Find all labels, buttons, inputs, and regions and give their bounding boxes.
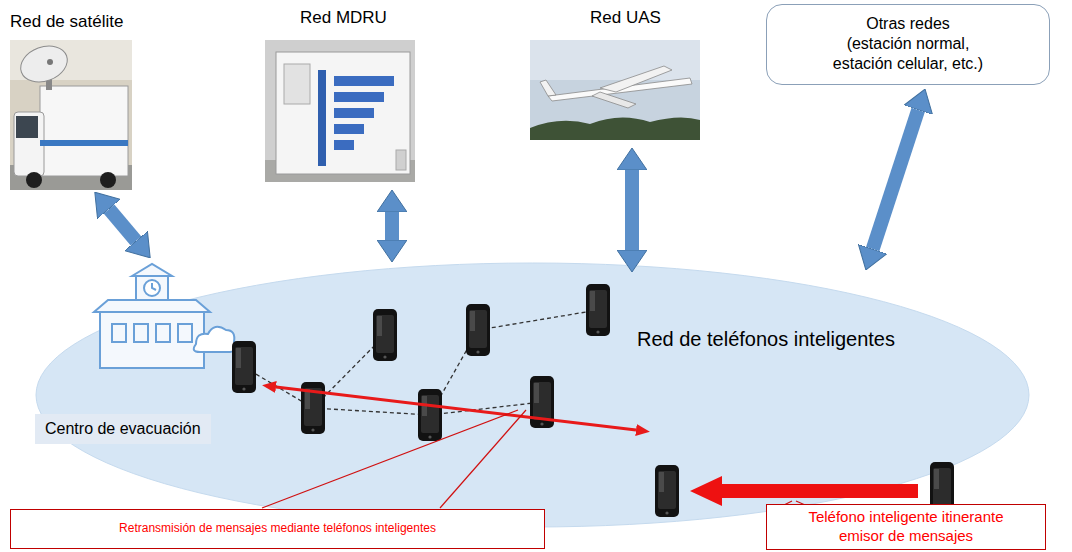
- svg-rect: [334, 124, 364, 134]
- svg-path: [152, 283, 156, 290]
- svg-rect: [318, 70, 326, 166]
- network-link-arrow: [873, 110, 919, 249]
- svg-rect: [100, 312, 204, 368]
- svg-rect: [134, 324, 148, 342]
- ellipse-outline: [35, 262, 1030, 528]
- svg-rect: [530, 40, 700, 80]
- callout-text: Teléfono inteligente itinerante emisor d…: [794, 508, 1018, 546]
- node-body: (estación normal, estación celular, etc.…: [822, 34, 994, 74]
- svg-path: [194, 327, 237, 352]
- svg-rect: [334, 92, 384, 102]
- svg-rect: [40, 86, 128, 176]
- svg-rect: [276, 52, 410, 174]
- svg-path: [132, 264, 172, 276]
- ellipse-shape: [36, 263, 1029, 527]
- svg-use: [232, 341, 256, 393]
- svg-path: [94, 300, 210, 312]
- svg-path: [592, 92, 636, 108]
- ellipse-title: Red de teléfonos inteligentes: [637, 328, 895, 351]
- svg-rect: [396, 150, 406, 170]
- svg-rect: [10, 40, 132, 190]
- svg-rect: [16, 116, 38, 138]
- message-arrows: [276, 387, 918, 506]
- svg-use: [655, 465, 679, 517]
- svg-line: [625, 170, 639, 250]
- svg-circle: [26, 172, 42, 188]
- svg-rect: [530, 40, 700, 140]
- svg-line: [313, 408, 430, 415]
- network-link-arrows: [109, 170, 632, 250]
- callout-box: Retransmisión de mensajes mediante teléf…: [10, 509, 545, 549]
- svg-use: [418, 389, 442, 441]
- building-icon: [94, 264, 236, 368]
- mdru-container-photo: [265, 40, 415, 182]
- svg-line: [109, 209, 136, 241]
- svg-rect: [14, 112, 44, 176]
- svg-use: [586, 284, 610, 336]
- smartphone-icons: [232, 284, 954, 517]
- network-label: Red MDRU: [300, 8, 387, 28]
- svg-line: [276, 387, 636, 430]
- network-label: Red de satélite: [10, 12, 123, 32]
- svg-line: [385, 212, 399, 240]
- evacuation-center-label: Centro de evacuación: [35, 414, 211, 444]
- svg-use: [373, 309, 397, 361]
- node-text: Centro de evacuación: [45, 419, 201, 439]
- svg-path: [600, 66, 672, 92]
- svg-circle: [47, 59, 53, 65]
- svg-circle: [144, 280, 160, 296]
- svg-path: [530, 117, 700, 140]
- svg-rect: [136, 276, 168, 300]
- callout-leaders: [262, 410, 812, 508]
- network-label: Red UAS: [590, 8, 661, 28]
- svg-line: [262, 410, 518, 508]
- smartphone-network-ellipse: Red de teléfonos inteligentesCentro de e…: [35, 262, 1030, 528]
- svg-rect: [284, 64, 310, 104]
- svg-rect: [40, 140, 128, 146]
- svg-rect: [334, 76, 394, 86]
- callout-box: Teléfono inteligente itinerante emisor d…: [766, 504, 1046, 550]
- svg-path: [540, 80, 556, 96]
- svg-line: [478, 310, 598, 330]
- network-box: Otras redes(estación normal, estación ce…: [766, 4, 1050, 85]
- svg-rect: [178, 324, 192, 342]
- svg-rect: [334, 140, 354, 150]
- satellite-truck-photo: [10, 40, 132, 190]
- svg-rect: [334, 108, 374, 118]
- svg-line: [440, 410, 526, 508]
- svg-ellipse: [16, 40, 73, 88]
- svg-circle: [100, 172, 116, 188]
- node-heading: Otras redes: [777, 14, 1039, 34]
- svg-path: [690, 476, 918, 506]
- svg-use: [466, 304, 490, 356]
- uas-aircraft-photo: [530, 40, 700, 140]
- svg-rect: [265, 40, 415, 182]
- svg-rect: [112, 324, 126, 342]
- svg-rect: [156, 324, 170, 342]
- callout-text: Retransmisión de mensajes mediante teléf…: [19, 521, 536, 537]
